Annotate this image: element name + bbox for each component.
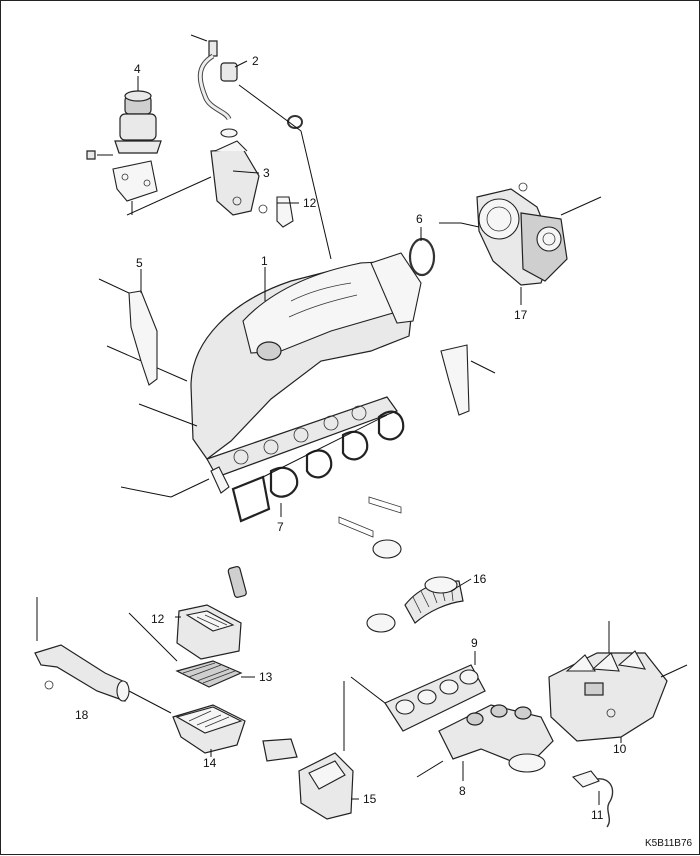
air-duct (34, 597, 172, 714)
callout-12-cover: 12 (151, 612, 165, 626)
exhaust-manifold (416, 704, 554, 778)
oxygen-sensor (571, 770, 614, 828)
exhaust-gasket (350, 664, 486, 732)
throttle-body (460, 182, 602, 286)
egr-adapter (210, 140, 294, 228)
air-cleaner-housing (172, 704, 246, 754)
air-hose (366, 539, 464, 633)
callout-8: 8 (459, 784, 466, 798)
callout-15: 15 (363, 792, 377, 806)
egr-pipe (190, 34, 303, 138)
callout-11: 11 (591, 808, 604, 822)
callout-16: 18 (75, 708, 89, 722)
callout-3: 3 (263, 166, 270, 180)
heat-shield (548, 621, 688, 742)
callout-2: 2 (252, 54, 259, 68)
intake-gasket (231, 410, 405, 523)
figure-code: K5B11B76 (645, 838, 693, 849)
callout-6: 6 (416, 212, 423, 226)
air-cleaner-cover (176, 565, 247, 660)
leader-16 (128, 612, 178, 662)
callout-17: 16 (473, 572, 487, 586)
callout-4: 4 (134, 62, 141, 76)
air-filter-element (175, 660, 243, 688)
callout-13: 13 (259, 670, 273, 684)
callout-5: 5 (136, 256, 143, 270)
intake-manifold (190, 252, 422, 494)
callout-1: 1 (261, 254, 268, 268)
callout-10: 10 (613, 742, 627, 756)
callout-18: 17 (514, 308, 528, 322)
throttle-gasket (408, 237, 436, 277)
callout-labels: 2 4 3 12 6 5 1 17 7 16 12 13 18 14 15 9 … (75, 54, 627, 822)
callout-7: 7 (277, 520, 284, 534)
callout-9: 9 (471, 636, 478, 650)
manifold-bracket (128, 290, 496, 416)
leader-lines (126, 60, 622, 805)
egr-valve (86, 76, 162, 215)
resonator (262, 681, 354, 820)
callout-12-bracket: 12 (303, 196, 317, 210)
callout-14: 14 (203, 756, 217, 770)
